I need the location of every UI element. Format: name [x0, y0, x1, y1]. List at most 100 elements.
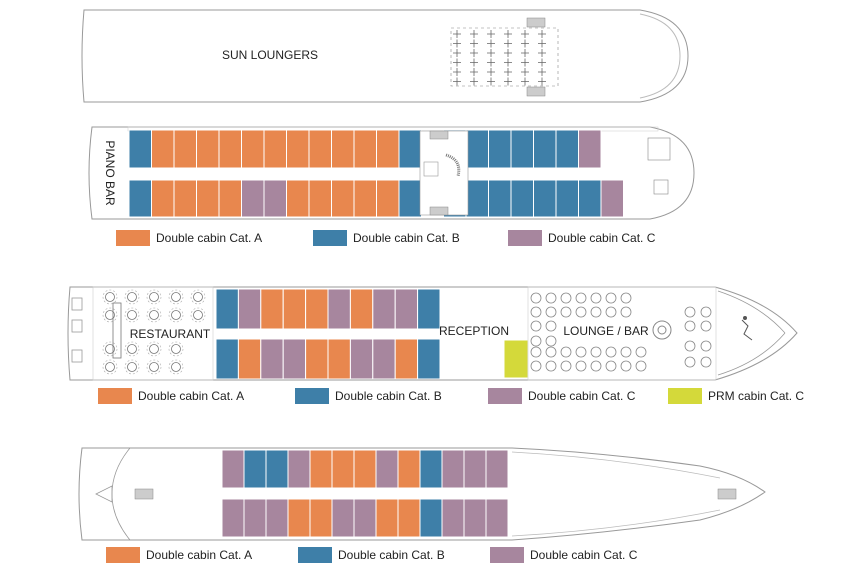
restaurant-label: RESTAURANT — [130, 327, 211, 341]
lounge-chair-icon — [620, 306, 632, 318]
cabin-cat-a — [237, 338, 262, 380]
bridge-icon — [647, 137, 671, 195]
cabin-cat-c — [282, 338, 307, 380]
cabin-cat-b — [419, 498, 443, 538]
bar-counter-icon — [652, 320, 672, 340]
cabin-cat-c — [463, 449, 487, 489]
table-icon — [105, 362, 115, 372]
lounge-chair-icon — [684, 340, 696, 352]
sun-lounger-icon — [538, 77, 546, 86]
cabin-cat-c — [441, 449, 465, 489]
table-icon — [171, 344, 181, 354]
cabin-cat-c — [394, 288, 419, 330]
table-icon — [127, 310, 137, 320]
cabin-cat-c — [331, 498, 355, 538]
cabin-cat-b — [398, 129, 422, 169]
sun-lounger-grid — [450, 27, 559, 87]
legend-lower-cat-b: Double cabin Cat. B — [298, 547, 445, 563]
legend-middle-cat-b: Double cabin Cat. B — [295, 388, 442, 404]
cabin-cat-b — [265, 449, 289, 489]
cabin-cat-a — [375, 498, 399, 538]
sun-lounger-icon — [504, 68, 512, 76]
swatch-cat-c — [490, 547, 524, 563]
upper-deck-top-cabins — [128, 129, 602, 169]
cabin-cat-b — [465, 129, 489, 169]
legend-label: Double cabin Cat. B — [335, 389, 442, 403]
sun-lounger-icon — [521, 58, 529, 67]
table-icon — [171, 310, 181, 320]
cabin-cat-b — [488, 179, 512, 218]
cabin-cat-b — [419, 449, 443, 489]
cabin-cat-b — [510, 129, 534, 169]
table-icon — [127, 292, 137, 302]
lounge-chair-icon — [545, 346, 557, 358]
legend-label: Double cabin Cat. A — [156, 231, 263, 245]
swatch-cat-b — [313, 230, 347, 246]
cabin-cat-a — [287, 498, 311, 538]
lounge-chair-icon — [590, 306, 602, 318]
lounge-chair-icon — [560, 360, 572, 372]
legend-label: Double cabin Cat. B — [338, 548, 445, 562]
cabin-cat-b — [488, 129, 512, 169]
cabin-cat-a — [196, 129, 220, 169]
cabin-cat-c — [441, 498, 465, 538]
lounge-chair-icon — [545, 306, 557, 318]
sun-lounger-icon — [470, 39, 478, 48]
cabin-cat-b — [417, 288, 441, 330]
cabin-cat-a — [241, 129, 265, 169]
legend-middle-prm-c: PRM cabin Cat. C — [668, 388, 804, 404]
sun-deck-hull — [81, 9, 689, 103]
swatch-cat-a — [116, 230, 150, 246]
lounge-chair-icon — [635, 360, 647, 372]
sun-lounger-icon — [470, 77, 478, 86]
sun-lounger-icon — [538, 30, 546, 38]
cabin-cat-b — [215, 288, 239, 330]
cabin-cat-a — [309, 449, 333, 489]
sun-deck-hull-inner — [639, 13, 681, 99]
sun-lounger-icon — [504, 30, 512, 38]
reception-label: RECEPTION — [439, 324, 509, 338]
cabin-cat-a — [394, 338, 419, 380]
cabin-cat-c — [263, 179, 287, 218]
swatch-cat-b — [298, 547, 332, 563]
table-icon — [105, 292, 115, 302]
prm-cabin — [503, 339, 529, 379]
cabin-cat-c — [241, 179, 265, 218]
lounge-chair-icon — [560, 292, 572, 304]
sun-lounger-icon — [504, 39, 512, 48]
lounge-chair-icon — [530, 360, 542, 372]
cabin-cat-c — [578, 129, 602, 169]
table-icon — [171, 292, 181, 302]
piano-bar-label: PIANO BAR — [103, 140, 117, 206]
cabin-cat-b — [555, 129, 579, 169]
sun-lounger-icon — [504, 77, 512, 86]
cabin-cat-b — [215, 338, 239, 380]
cabin-cat-c — [287, 449, 311, 489]
cabin-cat-a — [331, 449, 355, 489]
swatch-cat-c — [508, 230, 542, 246]
lounge-chair-icon — [575, 292, 587, 304]
cabin-cat-c — [327, 288, 351, 330]
table-icon — [105, 310, 115, 320]
lounge-chair-icon — [684, 320, 696, 332]
long-table-icon — [112, 302, 122, 359]
lounge-chair-icon — [590, 346, 602, 358]
cabin-cat-a — [309, 498, 333, 538]
cabin-cat-a — [151, 129, 175, 169]
table-icon — [149, 362, 159, 372]
cabin-cat-c — [372, 338, 396, 380]
cabin-cat-a — [308, 179, 332, 218]
cabin-cat-a — [349, 288, 374, 330]
sun-lounger-icon — [470, 49, 478, 57]
cabin-cat-c — [375, 449, 399, 489]
cabin-cat-a — [286, 129, 310, 169]
cabin-cat-a — [327, 338, 351, 380]
swatch-cat-b — [295, 388, 329, 404]
lower-deck — [78, 447, 766, 541]
swatch-cat-a — [98, 388, 132, 404]
sun-lounger-icon — [470, 68, 478, 76]
cabin-cat-a — [260, 288, 284, 330]
cabin-cat-a — [397, 498, 421, 538]
lounge-chair-icon — [530, 335, 542, 347]
